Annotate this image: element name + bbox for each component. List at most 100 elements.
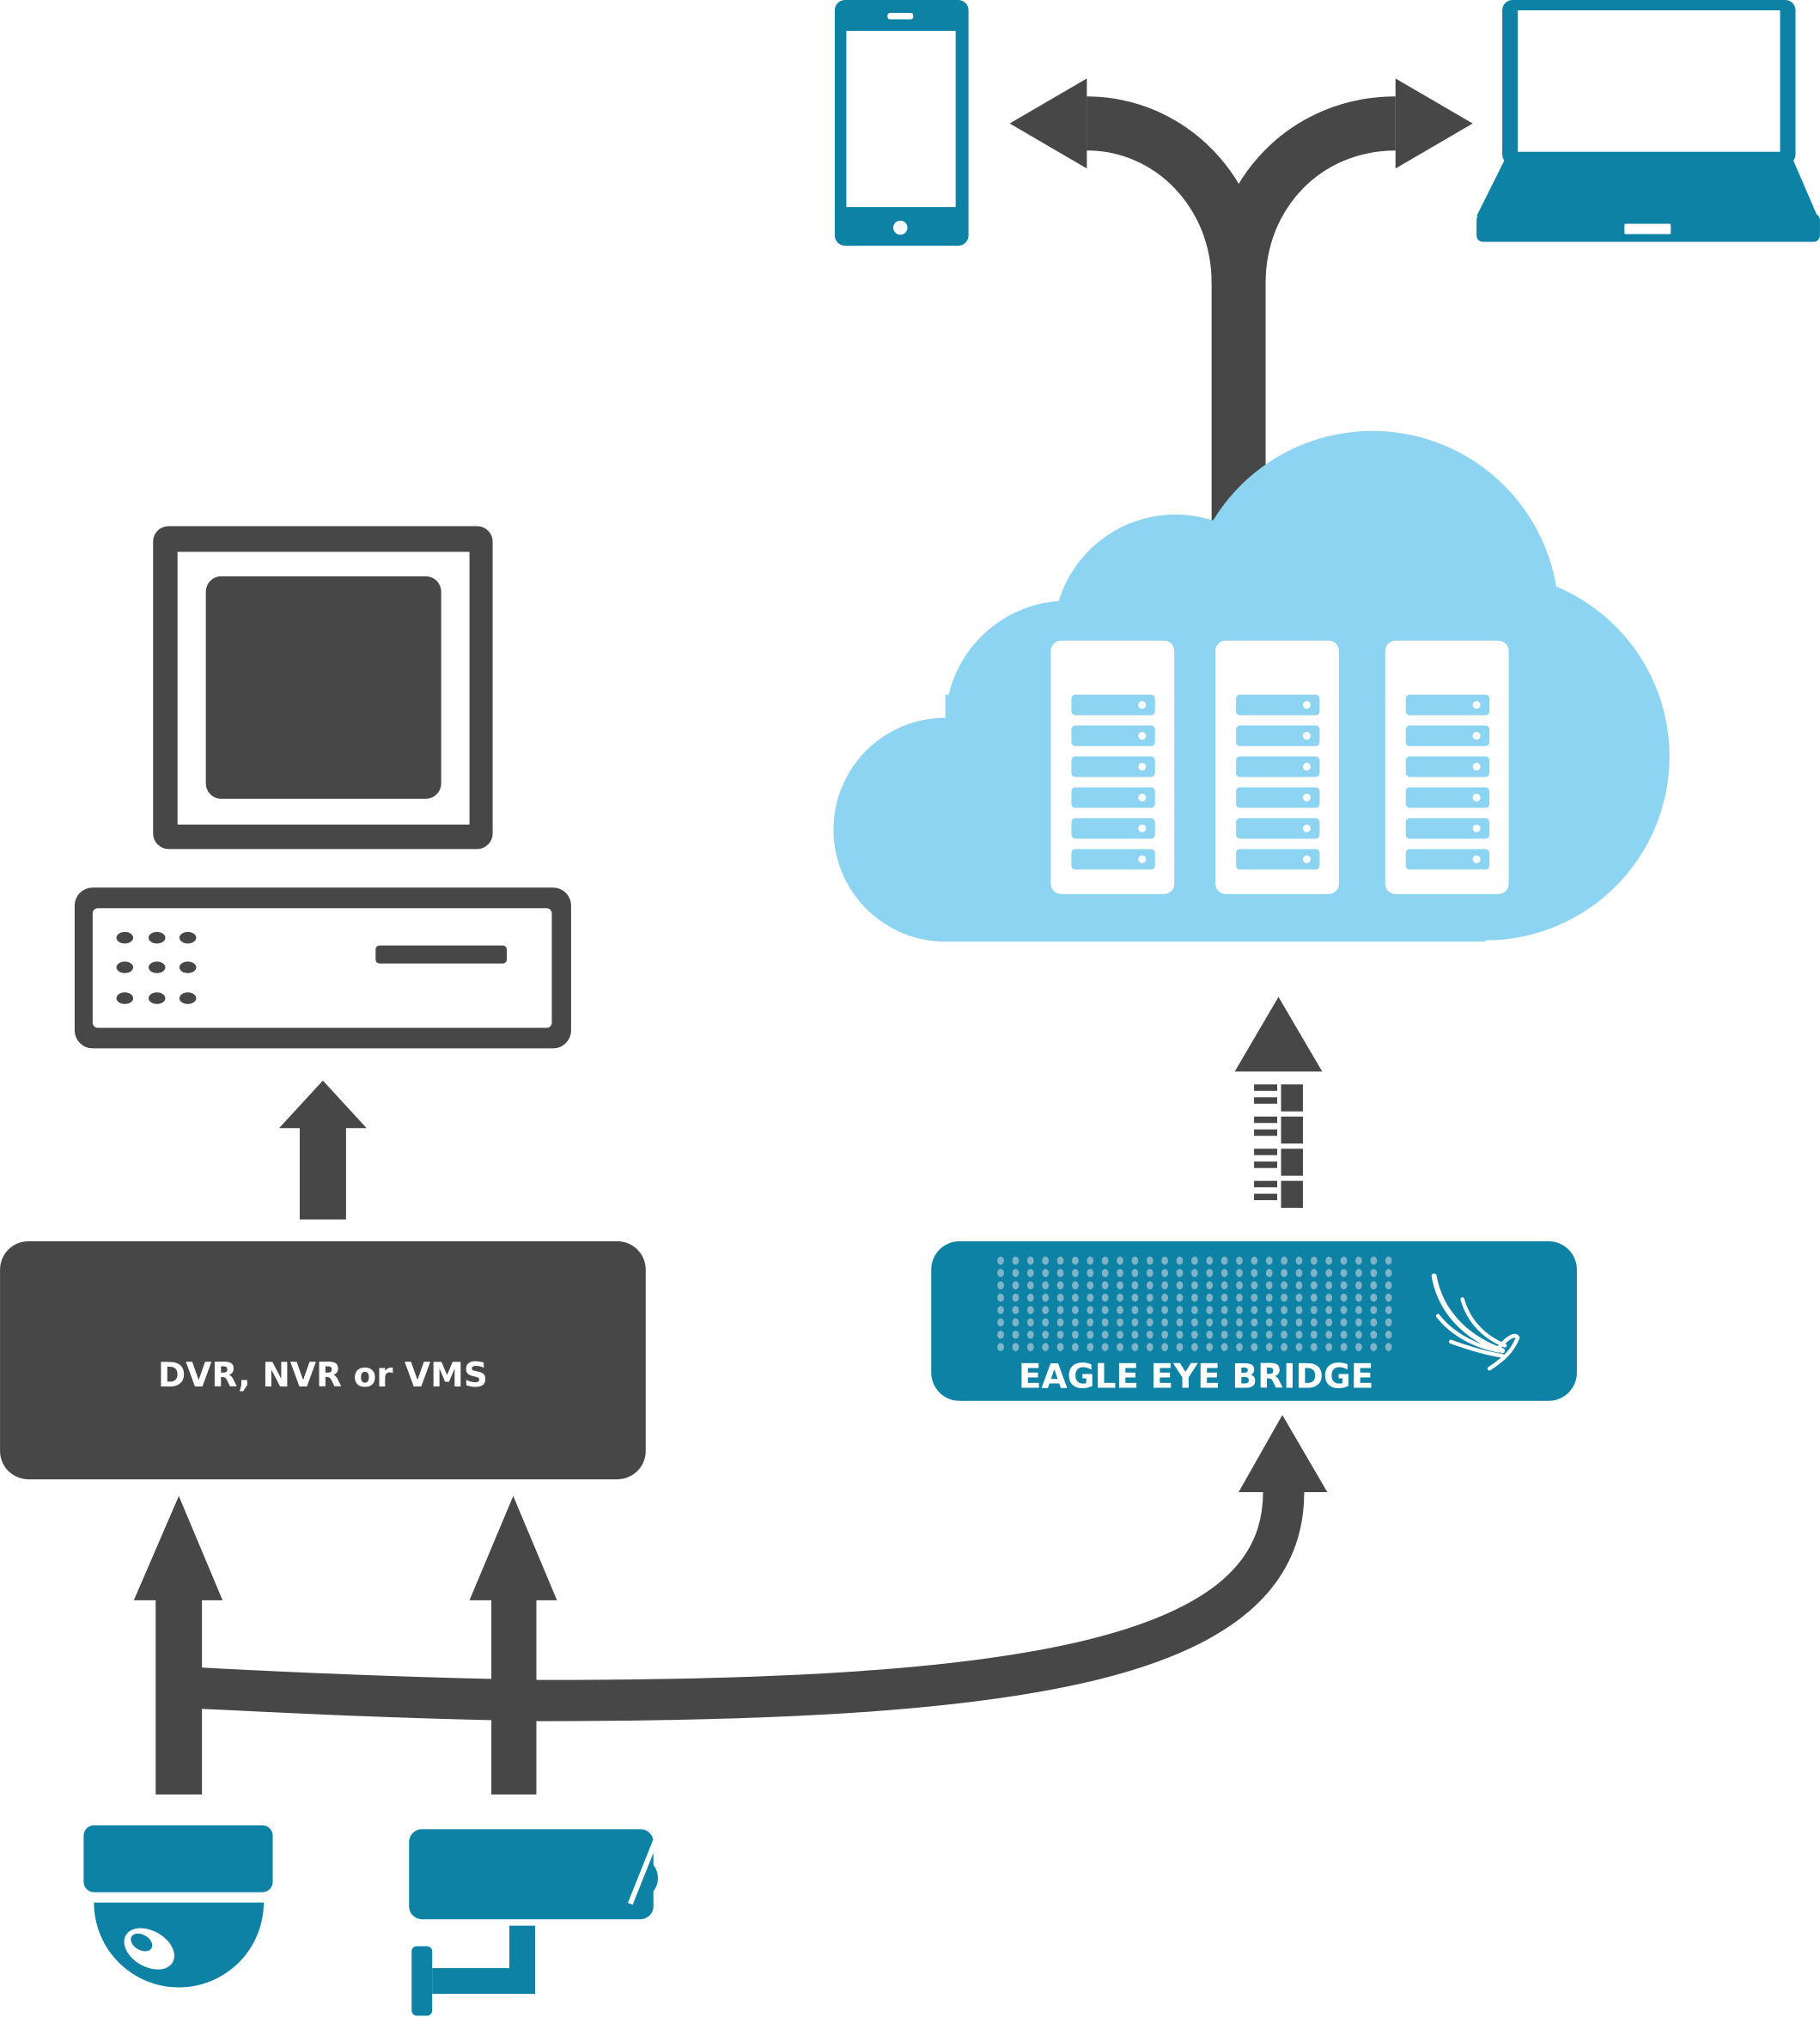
vent-dot — [1265, 1293, 1273, 1302]
vent-dot — [1310, 1330, 1318, 1339]
eagle-eye-bridge: EAGLE EYE BRIDGE — [931, 1241, 1577, 1401]
vent-dot — [1236, 1269, 1243, 1277]
vent-dot — [1340, 1330, 1348, 1339]
recorder-button-dot — [116, 931, 134, 944]
server-slot — [1405, 694, 1490, 716]
vent-dot — [997, 1306, 1004, 1314]
vent-dot — [1101, 1330, 1109, 1339]
server-led — [1138, 855, 1147, 863]
vent-dot — [1295, 1281, 1303, 1290]
split-arrow — [1086, 96, 1397, 527]
server-led — [1472, 732, 1481, 740]
cloud-servers-icon — [833, 430, 1670, 942]
vent-dot — [1190, 1281, 1198, 1290]
vent-dot — [1072, 1281, 1079, 1290]
upload-block — [1281, 1116, 1303, 1144]
vent-dot — [1265, 1306, 1273, 1314]
recorder-button-dot — [116, 992, 134, 1004]
vent-dot — [1340, 1269, 1348, 1277]
vent-dot — [1325, 1306, 1333, 1314]
vent-dot — [1265, 1269, 1273, 1277]
upload-block — [1281, 1084, 1303, 1112]
vent-dot — [1026, 1256, 1034, 1265]
vent-dot — [1206, 1293, 1214, 1302]
vent-dot — [1281, 1269, 1288, 1277]
vent-dot — [1161, 1293, 1169, 1302]
vent-dot — [1176, 1256, 1184, 1265]
vent-dot — [1220, 1343, 1228, 1351]
server-led — [1302, 855, 1311, 863]
recorder-button-dot — [149, 992, 166, 1004]
vent-dot — [1042, 1293, 1050, 1302]
recorder-button-dot — [179, 992, 197, 1004]
vent-dot — [1206, 1256, 1214, 1265]
vent-dot — [1012, 1269, 1020, 1277]
vent-dot — [1072, 1318, 1079, 1327]
vent-dot — [1072, 1306, 1079, 1314]
upload-stripe — [1254, 1193, 1278, 1201]
vent-dot — [1042, 1318, 1050, 1327]
server-slot — [1236, 818, 1320, 839]
vent-dot — [1281, 1281, 1288, 1290]
vent-dot — [1251, 1318, 1258, 1327]
server-rack — [1215, 640, 1339, 894]
vent-dot — [1325, 1281, 1333, 1290]
vent-dot — [1385, 1330, 1392, 1339]
vent-dot — [1220, 1269, 1228, 1277]
server-slot — [1071, 725, 1155, 746]
recorder-button-dot — [179, 931, 197, 944]
vent-dot — [1281, 1306, 1288, 1314]
vent-dot — [1176, 1318, 1184, 1327]
vent-dot — [1190, 1318, 1198, 1327]
vent-dot — [997, 1330, 1004, 1339]
vent-dot — [1385, 1256, 1392, 1265]
server-led — [1138, 824, 1147, 832]
dvr-to-monitor-arrow — [279, 1080, 367, 1220]
vent-dot — [1190, 1256, 1198, 1265]
vent-dot — [1206, 1330, 1214, 1339]
smartphone-icon — [834, 0, 969, 247]
vent-dot — [1026, 1318, 1034, 1327]
vent-dot — [1206, 1281, 1214, 1290]
server-slot — [1405, 787, 1490, 808]
vent-dot — [1295, 1343, 1303, 1351]
server-led — [1472, 762, 1481, 771]
vent-dot — [1295, 1256, 1303, 1265]
vent-dot — [1056, 1281, 1064, 1290]
vent-dot — [1310, 1281, 1318, 1290]
vent-dot — [1206, 1269, 1214, 1277]
vent-dot — [1056, 1256, 1064, 1265]
vent-dot — [1146, 1318, 1153, 1327]
vent-dot — [1295, 1306, 1303, 1314]
vent-dot — [1131, 1281, 1139, 1290]
vent-dot — [1087, 1281, 1094, 1290]
vent-dot — [1190, 1343, 1198, 1351]
vent-dot — [1370, 1343, 1378, 1351]
vent-dot — [1370, 1281, 1378, 1290]
vent-dot — [1042, 1330, 1050, 1339]
vent-dot — [1251, 1281, 1258, 1290]
server-led — [1302, 762, 1311, 771]
vent-dot — [1042, 1343, 1050, 1351]
vent-dot — [1026, 1343, 1034, 1351]
vent-dot — [1220, 1306, 1228, 1314]
vent-dot — [1190, 1293, 1198, 1302]
vent-dot — [1072, 1269, 1079, 1277]
vent-dot — [1251, 1293, 1258, 1302]
arrowhead-to-phone — [1009, 78, 1087, 169]
vent-dot — [997, 1269, 1004, 1277]
server-led — [1138, 732, 1147, 740]
server-slot — [1071, 818, 1155, 839]
vent-dot — [1146, 1306, 1153, 1314]
recorder-button-dot — [116, 961, 134, 973]
server-led — [1302, 793, 1311, 801]
vent-dot — [1385, 1306, 1392, 1314]
vent-dot — [1325, 1256, 1333, 1265]
vent-dot — [1325, 1269, 1333, 1277]
vent-dot — [1355, 1306, 1362, 1314]
server-slot — [1071, 694, 1155, 716]
vent-dot — [1251, 1256, 1258, 1265]
vent-dot — [1190, 1330, 1198, 1339]
vent-dot — [1295, 1330, 1303, 1339]
vent-dot — [1265, 1318, 1273, 1327]
